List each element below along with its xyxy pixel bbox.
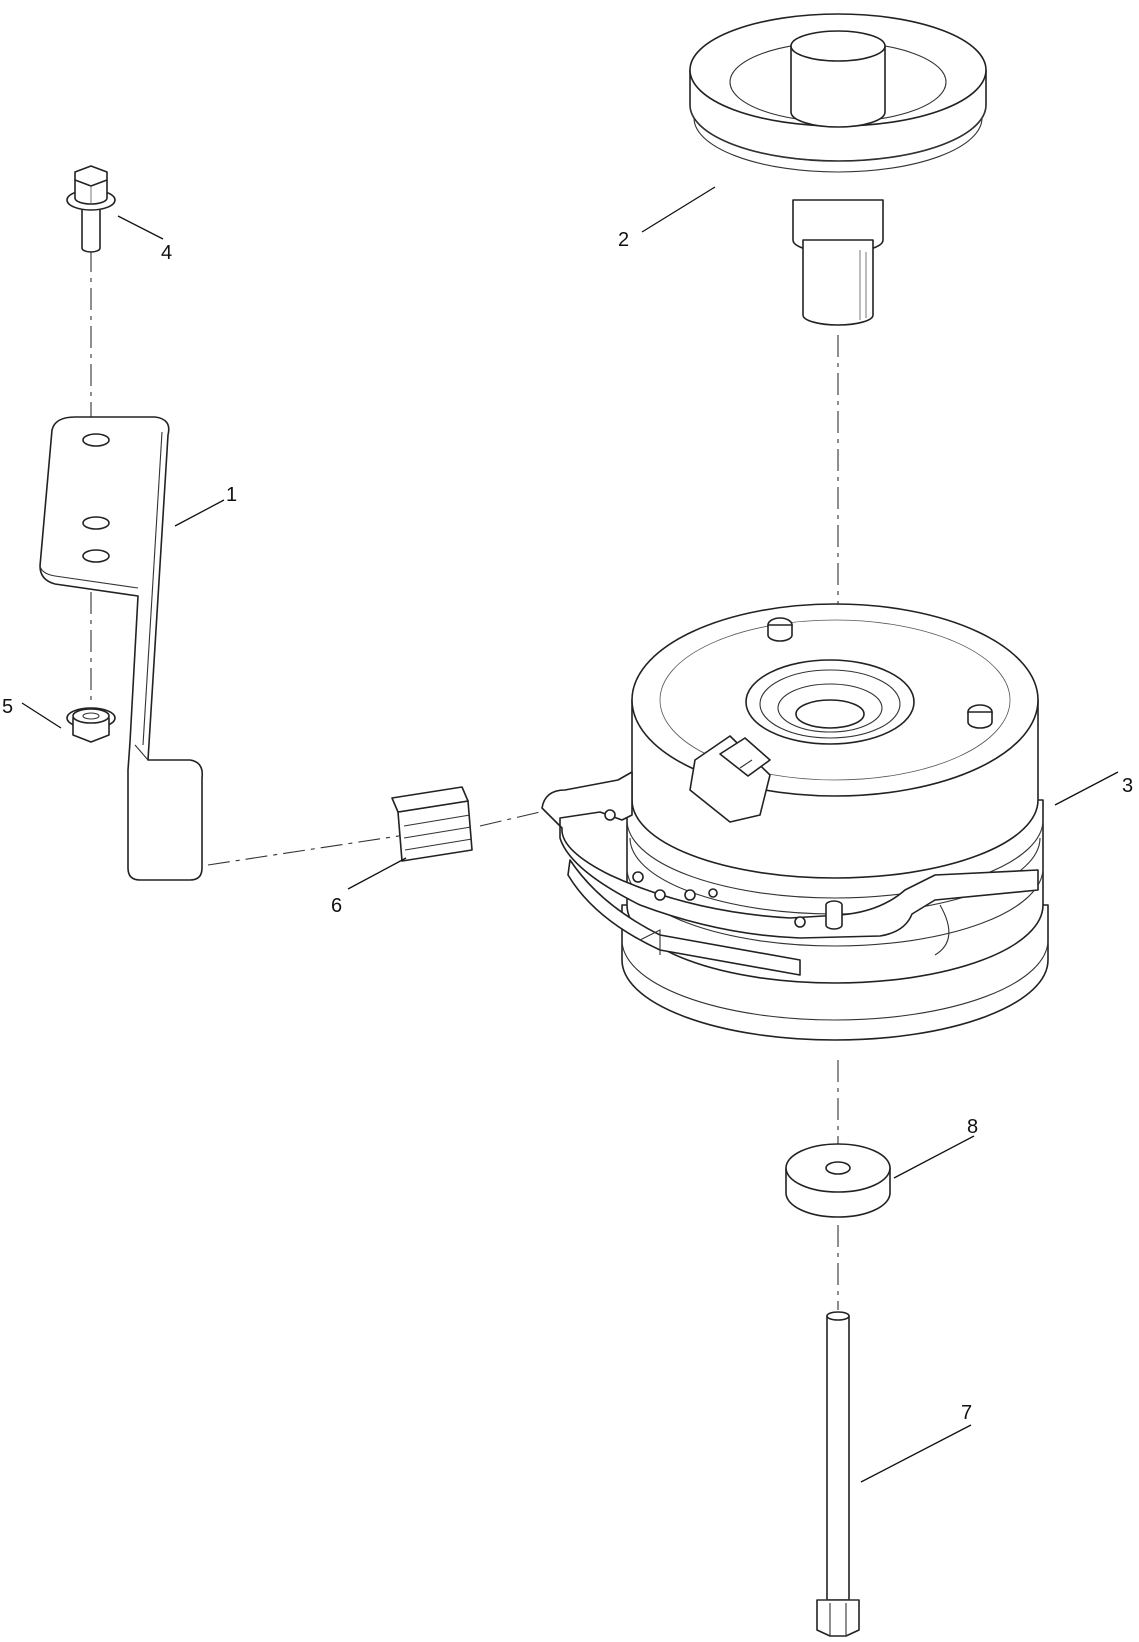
flange-nut (66, 707, 116, 743)
callout-5: 5 (2, 696, 13, 718)
mounting-bracket (39, 416, 204, 881)
pulley-shaft (689, 13, 987, 326)
callout-1: 1 (226, 484, 237, 506)
callout-6: 6 (331, 895, 342, 917)
callout-2: 2 (618, 229, 629, 251)
leader-lines (21, 186, 1119, 1483)
callout-7: 7 (961, 1402, 972, 1424)
spacer-washer (785, 1143, 891, 1218)
callout-3: 3 (1122, 775, 1133, 797)
flange-bolt (66, 165, 116, 253)
electric-clutch (541, 603, 1049, 1041)
wire-connector (391, 786, 473, 862)
callout-4: 4 (161, 242, 172, 264)
long-bolt (816, 1311, 860, 1637)
callout-8: 8 (967, 1116, 978, 1138)
callout-labels: 1 2 3 4 5 6 7 8 (2, 229, 1133, 1424)
